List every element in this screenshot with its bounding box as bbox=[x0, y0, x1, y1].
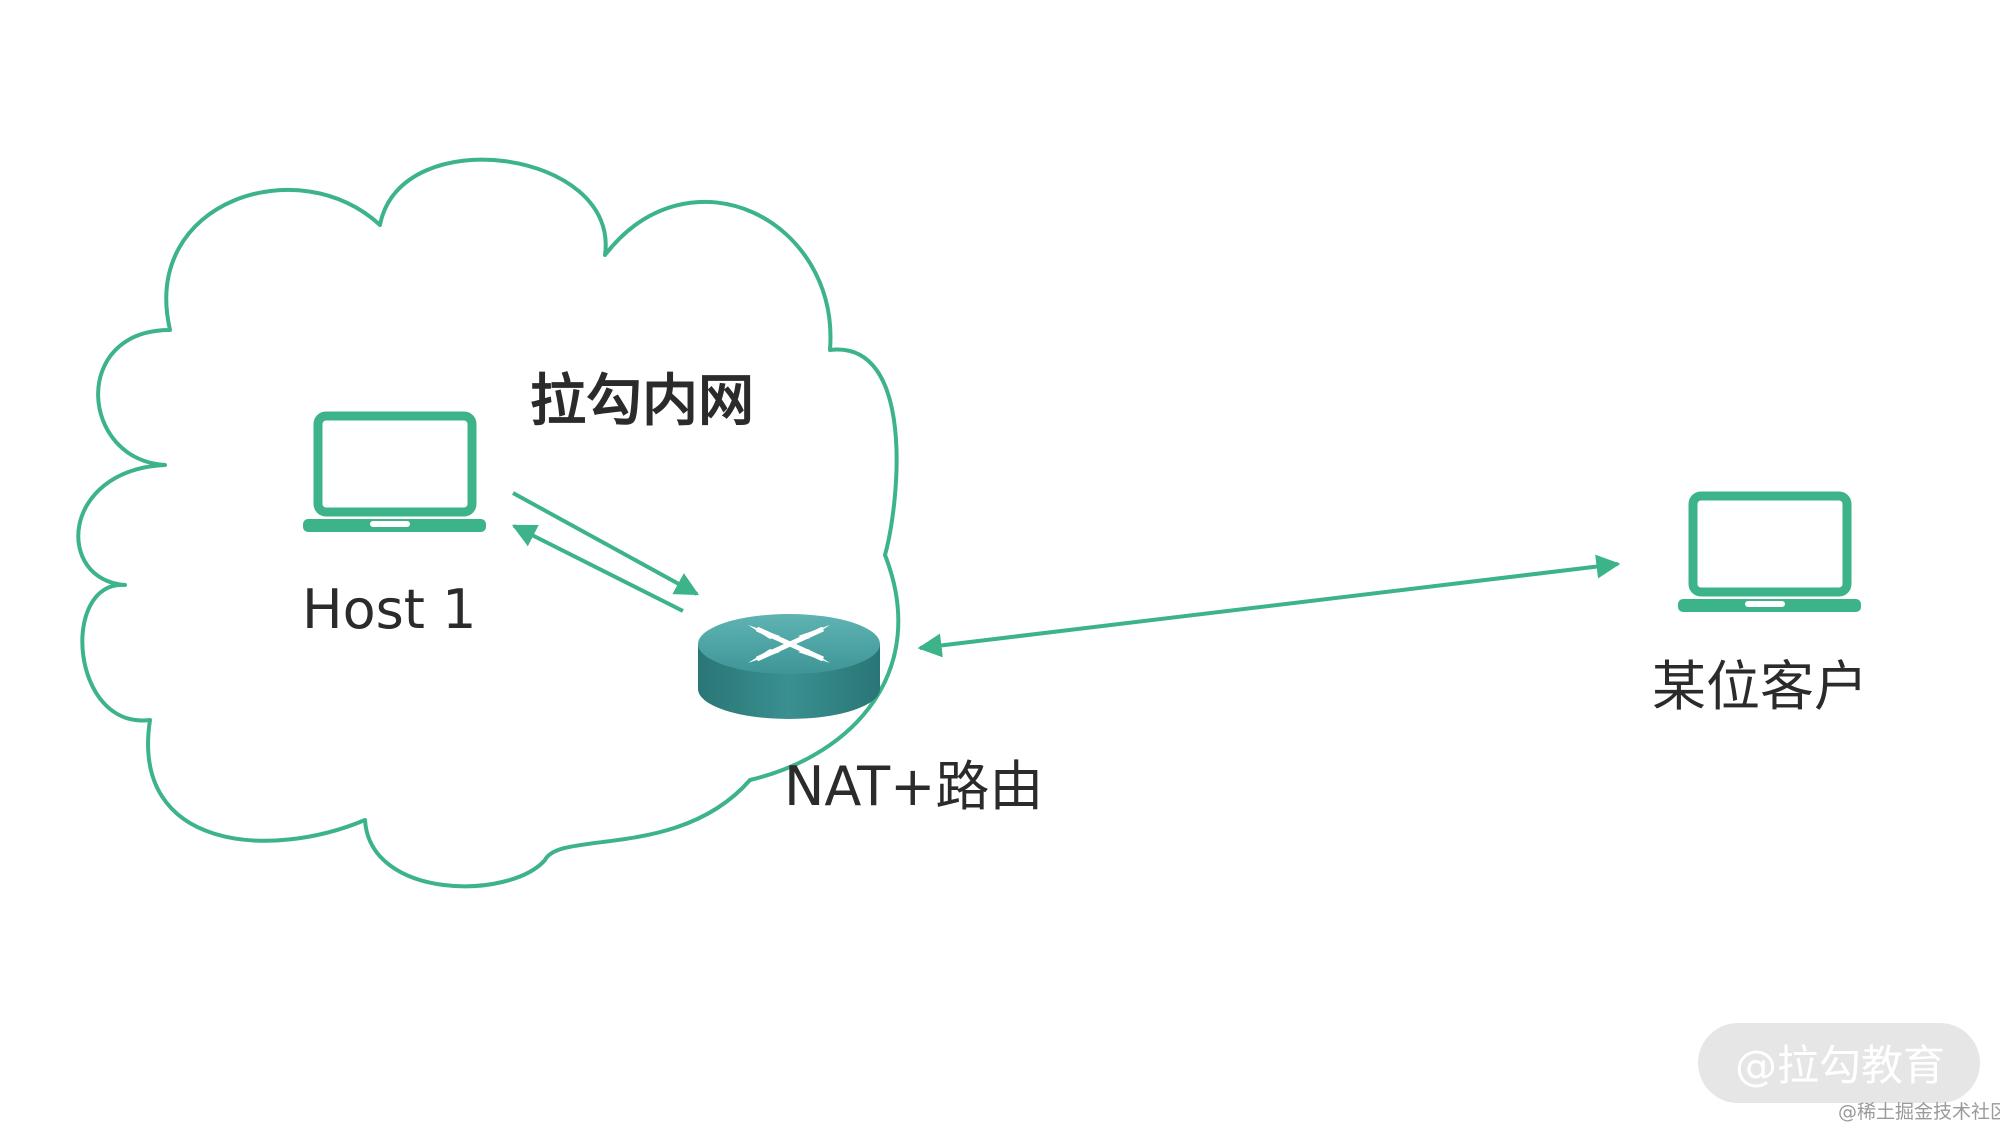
router-client-arrow bbox=[917, 554, 1621, 658]
host-label: Host 1 bbox=[302, 578, 476, 641]
router-to-host-arrow bbox=[511, 524, 684, 613]
watermark-text: @拉勾教育 bbox=[1735, 1041, 1945, 1090]
cloud-label: 拉勾内网 bbox=[530, 369, 754, 434]
router-label: NAT+路由 bbox=[784, 755, 1043, 818]
router-icon bbox=[698, 614, 880, 719]
host-laptop-icon bbox=[303, 411, 486, 532]
watermark: @拉勾教育 bbox=[1698, 1023, 1980, 1103]
intranet-cloud bbox=[76, 157, 901, 889]
credit-text: @稀土掘金技术社区 bbox=[1838, 1101, 2000, 1123]
host-to-router-arrow bbox=[512, 491, 700, 596]
client-laptop-icon bbox=[1678, 491, 1861, 612]
client-label: 某位客户 bbox=[1652, 655, 1868, 718]
